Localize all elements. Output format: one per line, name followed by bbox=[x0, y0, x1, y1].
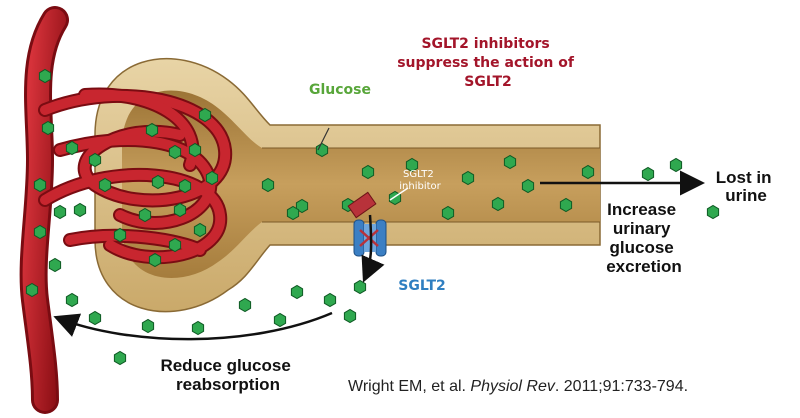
glucose-molecule-icon bbox=[168, 237, 182, 253]
glucose-molecule-icon bbox=[88, 152, 102, 168]
glucose-molecule-icon bbox=[65, 292, 79, 308]
glucose-molecule-icon bbox=[295, 198, 309, 214]
glucose-molecule-icon bbox=[706, 204, 720, 220]
glucose-molecule-icon bbox=[138, 207, 152, 223]
renal-tubule bbox=[94, 57, 601, 313]
glucose-molecule-icon bbox=[491, 196, 505, 212]
inhibitor-note: SGLT2 inhibitors suppress the action of … bbox=[397, 36, 579, 90]
glucose-molecules bbox=[25, 68, 720, 366]
glucose-molecule-icon bbox=[441, 205, 455, 221]
glucose-molecule-icon bbox=[581, 164, 595, 180]
glucose-molecule-icon bbox=[669, 157, 683, 173]
lost-in-urine-label: Lost in urine bbox=[716, 168, 776, 205]
glucose-molecule-icon bbox=[323, 292, 337, 308]
glucose-molecule-icon bbox=[461, 170, 475, 186]
glucose-molecule-icon bbox=[145, 122, 159, 138]
glucose-molecule-icon bbox=[198, 107, 212, 123]
increase-excretion-label: Increase urinary glucose excretion bbox=[606, 200, 682, 276]
glucose-molecule-icon bbox=[73, 202, 87, 218]
transport-arrow bbox=[361, 214, 385, 283]
glucose-molecule-icon bbox=[38, 68, 52, 84]
glucose-molecule-icon bbox=[98, 177, 112, 193]
block-cross-icon bbox=[359, 229, 379, 247]
glucose-molecule-icon bbox=[141, 318, 155, 334]
glucose-molecule-icon bbox=[193, 222, 207, 238]
sglt2-inhibitor-icon bbox=[347, 191, 377, 219]
glucose-molecule-icon bbox=[48, 257, 62, 273]
glucose-molecule-icon bbox=[33, 224, 47, 240]
inhibitor-pointer bbox=[389, 187, 409, 201]
glucose-molecule-icon bbox=[25, 282, 39, 298]
reabsorption-arrow bbox=[53, 311, 333, 341]
glucose-molecule-icon bbox=[113, 350, 127, 366]
glucose-molecule-icon bbox=[88, 310, 102, 326]
glucose-label: Glucose bbox=[309, 82, 371, 98]
glucose-molecule-icon bbox=[521, 178, 535, 194]
glucose-molecule-icon bbox=[641, 166, 655, 182]
glucose-molecule-icon bbox=[191, 320, 205, 336]
glucose-molecule-icon bbox=[405, 157, 419, 173]
glucose-molecule-icon bbox=[41, 120, 55, 136]
glucose-molecule-icon bbox=[343, 308, 357, 324]
inhibitor-tag: SGLT2 inhibitor bbox=[399, 169, 441, 192]
glucose-molecule-icon bbox=[361, 164, 375, 180]
reduce-reabsorption-label: Reduce glucose reabsorption bbox=[160, 356, 295, 394]
glucose-molecule-icon bbox=[261, 177, 275, 193]
glucose-molecule-icon bbox=[173, 202, 187, 218]
glucose-molecule-icon bbox=[238, 297, 252, 313]
glucose-molecule-icon bbox=[151, 174, 165, 190]
glucose-molecule-icon bbox=[188, 142, 202, 158]
glucose-molecule-icon bbox=[33, 177, 47, 193]
transporter-label: SGLT2 bbox=[398, 278, 445, 294]
glucose-molecule-icon bbox=[53, 204, 67, 220]
glucose-molecule-icon bbox=[559, 197, 573, 213]
glucose-molecule-icon bbox=[205, 170, 219, 186]
glucose-molecule-icon bbox=[113, 227, 127, 243]
glucose-molecule-icon bbox=[290, 284, 304, 300]
citation: Wright EM, et al. Physiol Rev. 2011;91:7… bbox=[348, 378, 689, 395]
glucose-molecule-icon bbox=[353, 279, 367, 295]
glucose-molecule-icon bbox=[168, 144, 182, 160]
glucose-molecule-icon bbox=[503, 154, 517, 170]
glucose-pointer bbox=[317, 127, 330, 151]
glucose-molecule-icon bbox=[286, 205, 300, 221]
glucose-molecule-icon bbox=[148, 252, 162, 268]
glucose-molecule-icon bbox=[178, 178, 192, 194]
glucose-molecule-icon bbox=[65, 140, 79, 156]
glucose-molecule-icon bbox=[273, 312, 287, 328]
